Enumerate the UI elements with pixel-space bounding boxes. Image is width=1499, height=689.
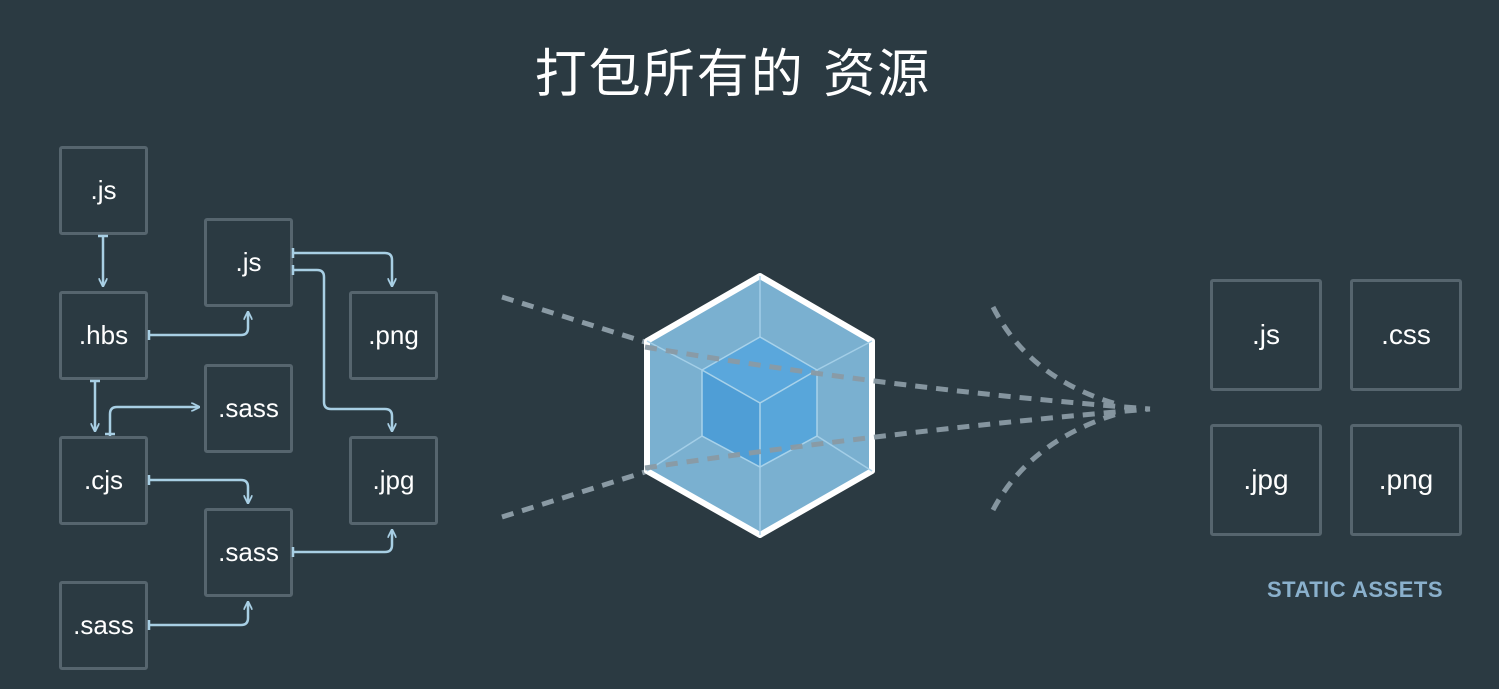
asset-box-png: .png <box>1350 424 1462 536</box>
arrow-cjs-to-sass-a <box>108 407 199 436</box>
arrow-sass-c-to-sass-b <box>149 602 248 627</box>
webpack-cube-icon <box>644 273 875 538</box>
arrow-hbs-to-js <box>149 312 248 337</box>
dependency-arrows <box>95 236 392 627</box>
file-box-sass-c: .sass <box>59 581 148 670</box>
asset-box-js: .js <box>1210 279 1322 391</box>
arrow-cjs-to-sass-b <box>149 478 248 503</box>
file-box-hbs: .hbs <box>59 291 148 380</box>
static-assets-caption: STATIC ASSETS <box>1267 577 1443 602</box>
arrow-sass-b-to-jpg <box>293 530 392 554</box>
file-box-cjs: .cjs <box>59 436 148 525</box>
file-box-jpg: .jpg <box>349 436 438 525</box>
arrow-tails <box>90 234 295 630</box>
file-box-sass-b: .sass <box>204 508 293 597</box>
file-box-png: .png <box>349 291 438 380</box>
arrow-js-to-jpg <box>293 268 392 431</box>
page-title: 打包所有的 资源 <box>534 45 932 105</box>
file-box-sass-a: .sass <box>204 364 293 453</box>
asset-box-css: .css <box>1350 279 1462 391</box>
file-box-js-top: .js <box>59 146 148 235</box>
outgoing-flow-lines <box>644 305 1151 512</box>
file-box-js-mid: .js <box>204 218 293 307</box>
asset-box-jpg: .jpg <box>1210 424 1322 536</box>
arrow-js-to-png <box>293 251 392 286</box>
incoming-flow-lines <box>501 294 646 520</box>
